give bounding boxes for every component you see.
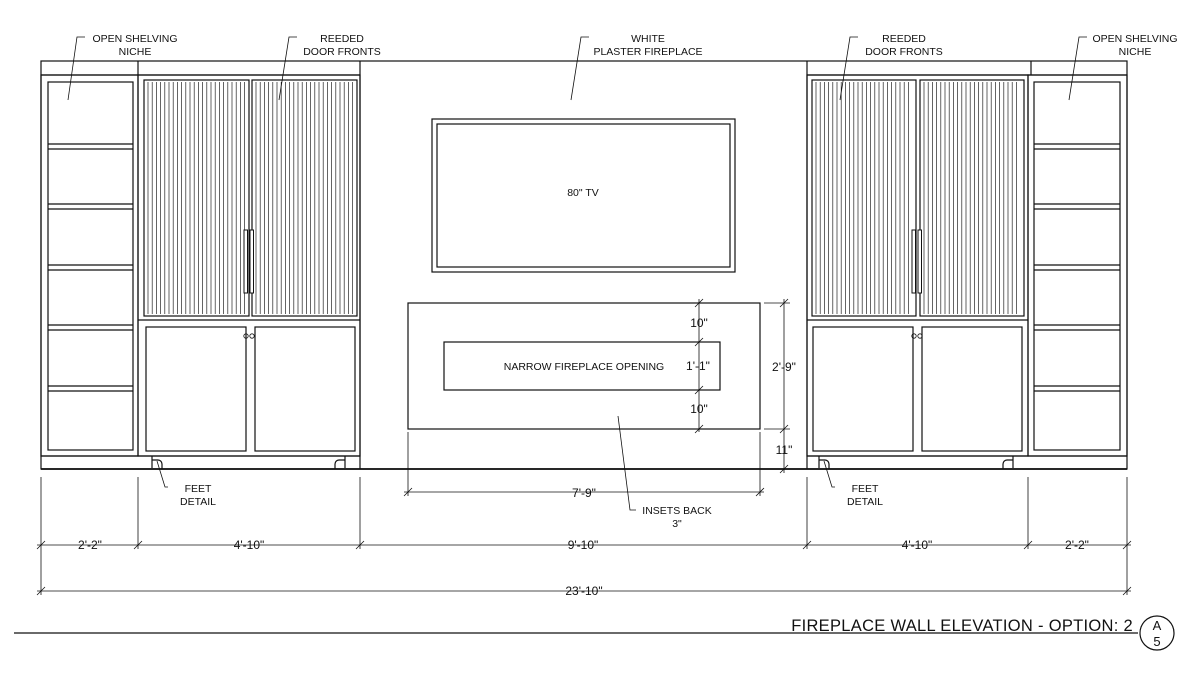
open-shelving-left: [40, 74, 139, 457]
sheet-ref-top: A: [1153, 618, 1162, 633]
door-handle-right: [911, 229, 922, 294]
wall-outline: [40, 60, 1128, 470]
note-feet-right-1: FEET: [852, 483, 879, 495]
note-open-shelving-left-2: NICHE: [119, 46, 152, 58]
fireplace-width-dim: [403, 432, 765, 497]
dim-seg-4: 4'-10": [902, 538, 933, 552]
dim-overall: 23'-10": [565, 584, 602, 598]
fireplace-vertical-dims: [693, 298, 790, 474]
note-reeded-right-2: DOOR FRONTS: [865, 46, 943, 58]
reeded-door-left-b: [255, 82, 353, 314]
dim-seg-2: 4'-10": [234, 538, 265, 552]
cabinet-left: [137, 74, 361, 469]
dim-bottom-margin: 10": [690, 402, 708, 416]
knobs-right: [911, 333, 923, 339]
reeded-door-right-b: [923, 82, 1017, 314]
annotations: OPEN SHELVING NICHE REEDED DOOR FRONTS W…: [93, 33, 1178, 530]
note-reeded-left-2: DOOR FRONTS: [303, 46, 381, 58]
horizontal-dims: [36, 477, 1132, 596]
open-shelving-right: [1027, 74, 1128, 457]
note-white-plaster-2: PLASTER FIREPLACE: [593, 46, 702, 58]
cabinet-right: [806, 74, 1029, 469]
reeded-door-left-a: [147, 82, 245, 314]
door-handle-left: [243, 229, 254, 294]
dim-fireplace-base: 11": [776, 443, 793, 457]
dim-seg-1: 2'-2": [78, 538, 102, 552]
note-insets-back-2: 3": [672, 518, 682, 530]
note-insets-back-1: INSETS BACK: [642, 505, 711, 517]
title-block: FIREPLACE WALL ELEVATION - OPTION: 2 A 5: [14, 615, 1175, 651]
sheet-bubble: [1139, 615, 1175, 651]
dim-top-margin: 10": [690, 316, 708, 330]
note-open-shelving-right-1: OPEN SHELVING: [1093, 33, 1178, 45]
sheet-ref-bottom: 5: [1153, 634, 1160, 649]
note-reeded-left-1: REEDED: [320, 33, 364, 45]
drawing-title: FIREPLACE WALL ELEVATION - OPTION: 2: [791, 617, 1133, 635]
feet-left: [151, 456, 346, 469]
dim-fireplace-width: 7'-9": [572, 486, 596, 500]
knobs-left: [243, 333, 255, 339]
dimension-labels: 10" 1'-1" 10" 2'-9" 11" 7'-9" 2'-2" 4'-1…: [78, 316, 1089, 598]
note-open-shelving-right-2: NICHE: [1119, 46, 1152, 58]
leader-lines: [67, 36, 1087, 511]
note-open-shelving-left-1: OPEN SHELVING: [93, 33, 178, 45]
tv-label: 80" TV: [567, 187, 599, 199]
dim-fireplace-height: 2'-9": [772, 360, 796, 374]
dim-opening-height: 1'-1": [686, 359, 710, 373]
plaster-fireplace: [407, 118, 761, 430]
note-feet-left-1: FEET: [185, 483, 212, 495]
dim-seg-5: 2'-2": [1065, 538, 1089, 552]
note-feet-left-2: DETAIL: [180, 496, 216, 508]
feet-right: [818, 456, 1014, 469]
note-feet-right-2: DETAIL: [847, 496, 883, 508]
dim-seg-3: 9'-10": [568, 538, 599, 552]
note-white-plaster-1: WHITE: [631, 33, 665, 45]
reeded-door-right-a: [815, 82, 909, 314]
fireplace-opening-label: NARROW FIREPLACE OPENING: [504, 361, 664, 373]
note-reeded-right-1: REEDED: [882, 33, 926, 45]
